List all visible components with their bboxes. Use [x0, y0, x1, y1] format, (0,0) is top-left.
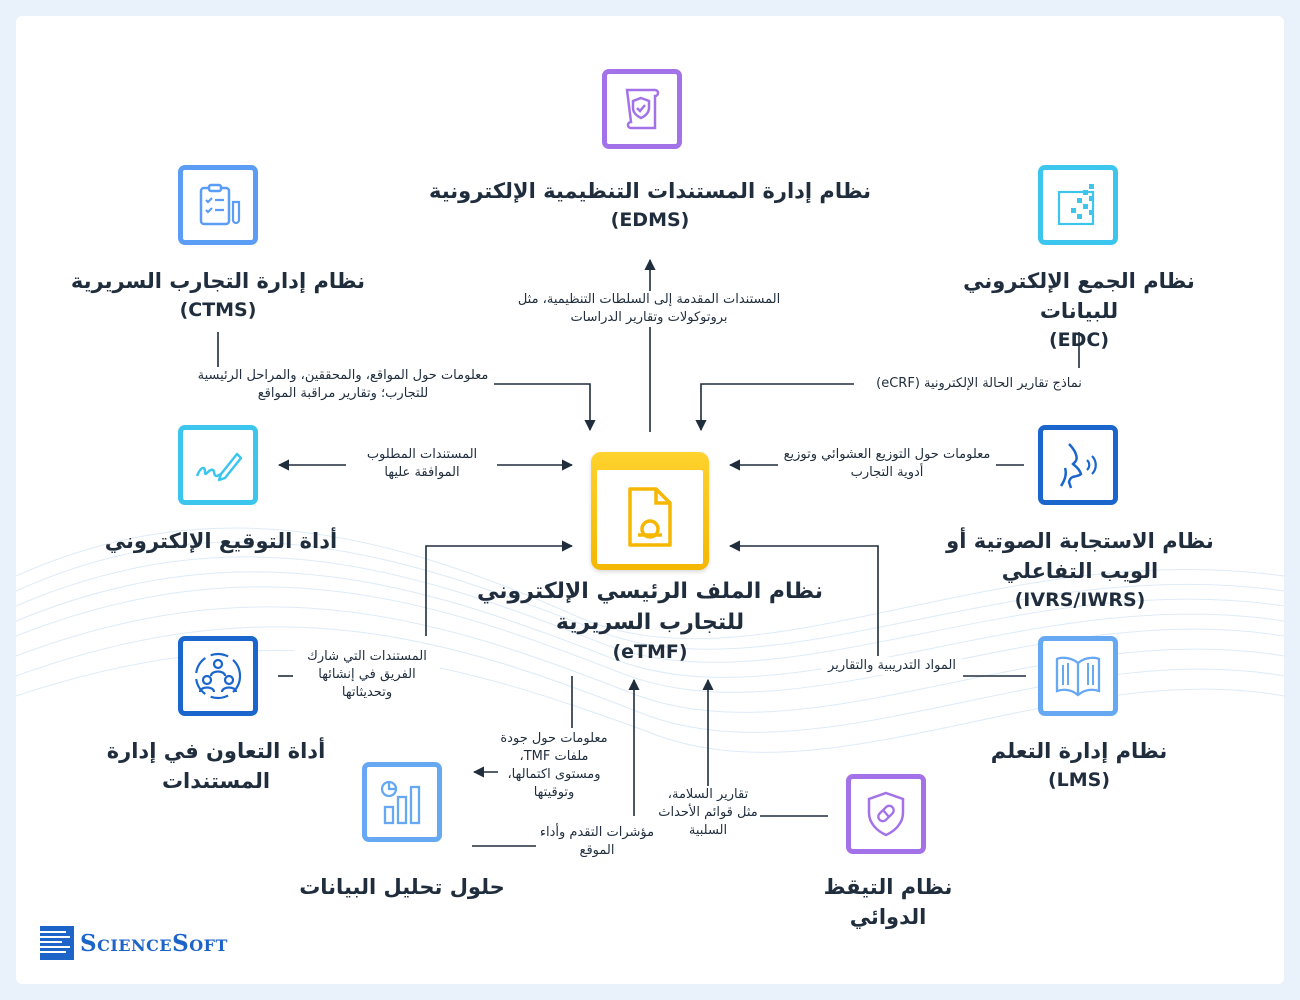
- ctms-title: نظام إدارة التجارب السريرية: [70, 269, 366, 293]
- pv-title: نظام التيقظ الدوائي: [823, 875, 953, 929]
- lms-icon-box: [1038, 636, 1118, 716]
- lms-title: نظام إدارة التعلم: [990, 739, 1168, 763]
- edge-edc: [701, 332, 1080, 430]
- document-gear-icon: [628, 487, 672, 547]
- ctms-node: نظام إدارة التجارب السريرية (CTMS): [56, 266, 380, 324]
- ivrs-icon-box: [1038, 425, 1118, 505]
- edms-abbr: (EDMS): [610, 209, 690, 231]
- lms-edge-label: المواد التدريبية والتقارير: [822, 657, 962, 675]
- ivrs-title: نظام الاستجابة الصوتية أو الويب التفاعلي: [946, 529, 1214, 583]
- edc-icon-box: [1038, 165, 1118, 245]
- analytics-in-edge-label: مؤشرات التقدم وأداء الموقع: [536, 824, 658, 860]
- edge-ctms: [217, 332, 590, 430]
- esign-icon-box: [178, 425, 258, 505]
- ivrs-abbr: (IVRS/IWRS): [1014, 589, 1146, 611]
- lms-abbr: (LMS): [1047, 769, 1111, 791]
- sciencesoft-mark-icon: [40, 926, 74, 960]
- ctms-abbr: (CTMS): [179, 299, 257, 321]
- team-collaboration-icon: [194, 652, 242, 700]
- diagram-canvas: نظام الملف الرئيسي الإلكتروني للتجارب ال…: [16, 16, 1284, 984]
- pv-icon-box: [846, 774, 926, 854]
- voice-response-icon: [1059, 443, 1097, 489]
- data-dots-icon: [1057, 184, 1095, 226]
- etmf-icon-box: [591, 452, 709, 570]
- logo-text: ScienceSoft: [80, 929, 228, 957]
- analytics-icon-box: [362, 762, 442, 842]
- edc-title: نظام الجمع الإلكتروني للبيانات: [963, 269, 1195, 323]
- edge-lms: [728, 540, 879, 656]
- pv-edge-label: تقارير السلامة، مثل قوائم الأحداث السلبي…: [656, 786, 760, 840]
- lms-node: نظام إدارة التعلم (LMS): [960, 736, 1198, 794]
- edc-abbr: (EDC): [1048, 329, 1110, 351]
- analytics-title: حلول تحليل البيانات: [299, 875, 505, 899]
- edms-icon-box: [602, 69, 682, 149]
- open-book-icon: [1055, 656, 1101, 697]
- background-waves: [16, 527, 1284, 753]
- connector-lines: [217, 258, 1080, 847]
- collab-edge-label: المستندات التي شارك الفريق في إنشائها وت…: [294, 648, 440, 702]
- regulatory-document-icon: [625, 88, 660, 130]
- analytics-out-edge-label: معلومات حول جودة ملفات TMF، ومستوى اكتما…: [500, 730, 608, 802]
- ivrs-edge-label: معلومات حول التوزيع العشوائي وتوزيع أدوي…: [778, 446, 996, 482]
- ctms-icon-box: [178, 165, 258, 245]
- bar-chart-icon: [380, 780, 421, 825]
- etmf-abbr: (eTMF): [612, 641, 688, 663]
- etmf-node: نظام الملف الرئيسي الإلكتروني للتجارب ال…: [476, 576, 824, 666]
- edc-node: نظام الجمع الإلكتروني للبيانات (EDC): [921, 266, 1237, 354]
- analytics-node: حلول تحليل البيانات: [288, 872, 516, 902]
- esign-title: أداة التوقيع الإلكتروني: [104, 529, 338, 553]
- collab-icon-box: [178, 636, 258, 716]
- etmf-title: نظام الملف الرئيسي الإلكتروني للتجارب ال…: [477, 579, 823, 635]
- esign-node: أداة التوقيع الإلكتروني: [76, 526, 366, 556]
- pv-node: نظام التيقظ الدوائي: [782, 872, 994, 932]
- edms-title: نظام إدارة المستندات التنظيمية الإلكترون…: [428, 179, 872, 203]
- signature-pen-icon: [195, 452, 243, 482]
- collab-node: أداة التعاون في إدارة المستندات: [100, 736, 332, 796]
- sciencesoft-logo: ScienceSoft: [40, 926, 228, 960]
- pill-shield-icon: [867, 791, 905, 837]
- clipboard-checklist-icon: [199, 183, 241, 226]
- collab-title: أداة التعاون في إدارة المستندات: [106, 739, 326, 793]
- edms-node: نظام إدارة المستندات التنظيمية الإلكترون…: [396, 176, 904, 234]
- edge-collab: [425, 540, 574, 636]
- edms-edge-label: المستندات المقدمة إلى السلطات التنظيمية،…: [496, 291, 802, 327]
- esign-edge-label: المستندات المطلوب الموافقة عليها: [348, 446, 496, 482]
- edc-edge-label: نماذج تقارير الحالة الإلكترونية (eCRF): [854, 375, 1104, 393]
- ivrs-node: نظام الاستجابة الصوتية أو الويب التفاعلي…: [921, 526, 1239, 614]
- ctms-edge-label: معلومات حول المواقع، والمحققين، والمراحل…: [194, 367, 492, 403]
